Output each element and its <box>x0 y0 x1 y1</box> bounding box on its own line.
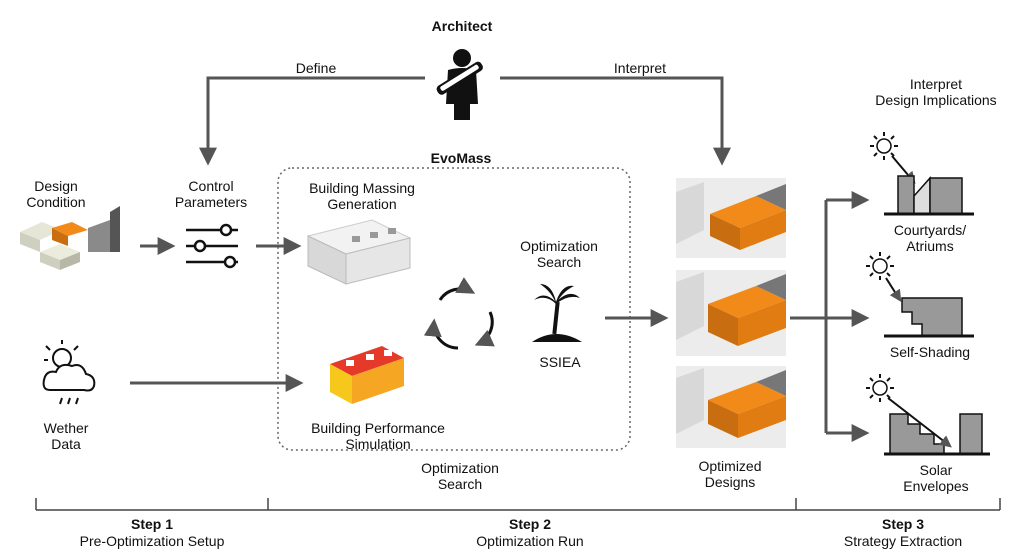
courtyard-diagram <box>870 132 974 216</box>
architect-label: Architect <box>431 18 493 34</box>
optimized-design-3 <box>676 366 786 448</box>
architect-icon <box>436 49 483 120</box>
step-2: Step 2 Optimization Run <box>476 516 584 549</box>
solar-envelope-diagram <box>866 374 990 456</box>
optimized-designs-label: Optimized Designs <box>698 458 762 490</box>
timeline-bracket <box>35 498 1001 511</box>
weather-icon <box>42 340 96 405</box>
evomass-box <box>277 167 631 451</box>
step-1: Step 1 Pre-Optimization Setup <box>79 516 225 549</box>
optimized-design-1 <box>676 178 786 258</box>
control-parameters-label: Control Parameters <box>174 178 248 210</box>
simulation-model-icon <box>330 346 404 404</box>
design-condition-icon <box>20 206 120 270</box>
design-condition-label: Design Condition <box>26 178 86 210</box>
optimization-search-label: Optimization Search <box>520 238 598 270</box>
evomass-title: EvoMass <box>430 150 492 166</box>
step-3: Step 3 Strategy Extraction <box>843 516 963 549</box>
implications-title: Interpret Design Implications <box>875 76 997 108</box>
define-arrow <box>199 76 425 166</box>
performance-simulation-label: Building Performance Simulation <box>311 420 445 452</box>
island-icon <box>532 284 582 342</box>
optimized-design-2 <box>676 270 786 356</box>
sliders-icon <box>186 223 238 269</box>
weather-data-label: Wether Data <box>43 420 89 452</box>
courtyards-label: Courtyards/ Atriums <box>893 222 967 254</box>
self-shading-label: Self-Shading <box>889 344 971 360</box>
interpret-arrow <box>500 76 731 166</box>
ssiea-label: SSIEA <box>539 354 581 370</box>
cycle-icon <box>423 277 495 350</box>
massing-model-icon <box>306 219 412 285</box>
self-shading-diagram <box>866 252 974 338</box>
interpret-label: Interpret <box>613 60 667 76</box>
massing-generation-label: Building Massing Generation <box>309 180 415 212</box>
below-box-label: Optimization Search <box>421 460 499 492</box>
define-label: Define <box>295 60 337 76</box>
solar-envelopes-label: Solar Envelopes <box>903 462 969 494</box>
